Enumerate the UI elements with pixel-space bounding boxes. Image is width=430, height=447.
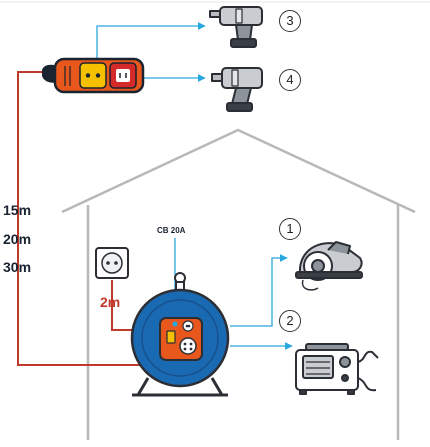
cable-reel-icon [130, 272, 230, 397]
arrow-to-tool-1 [230, 254, 288, 327]
welder-icon [295, 343, 379, 395]
breaker-rating-label: CB 20A [157, 226, 186, 235]
cordless-drill-icon [209, 6, 263, 48]
cable-length-15m: 15m [3, 202, 32, 218]
portable-socket-box-icon [42, 57, 145, 94]
circular-saw-icon [295, 241, 363, 291]
callout-2: 2 [279, 310, 301, 332]
callout-1: 1 [279, 218, 301, 240]
cable-length-20m: 20m [3, 231, 32, 247]
cable-length-30m: 30m [3, 259, 32, 275]
cable-length-2m: 2m [100, 294, 121, 310]
callout-4: 4 [279, 69, 301, 91]
long-cable-line [17, 71, 140, 366]
wall-socket-icon [95, 247, 129, 279]
house-outline [61, 128, 416, 440]
impact-driver-icon [211, 67, 263, 112]
callout-3: 3 [279, 10, 301, 32]
arrow-to-tool-3 [96, 22, 206, 60]
